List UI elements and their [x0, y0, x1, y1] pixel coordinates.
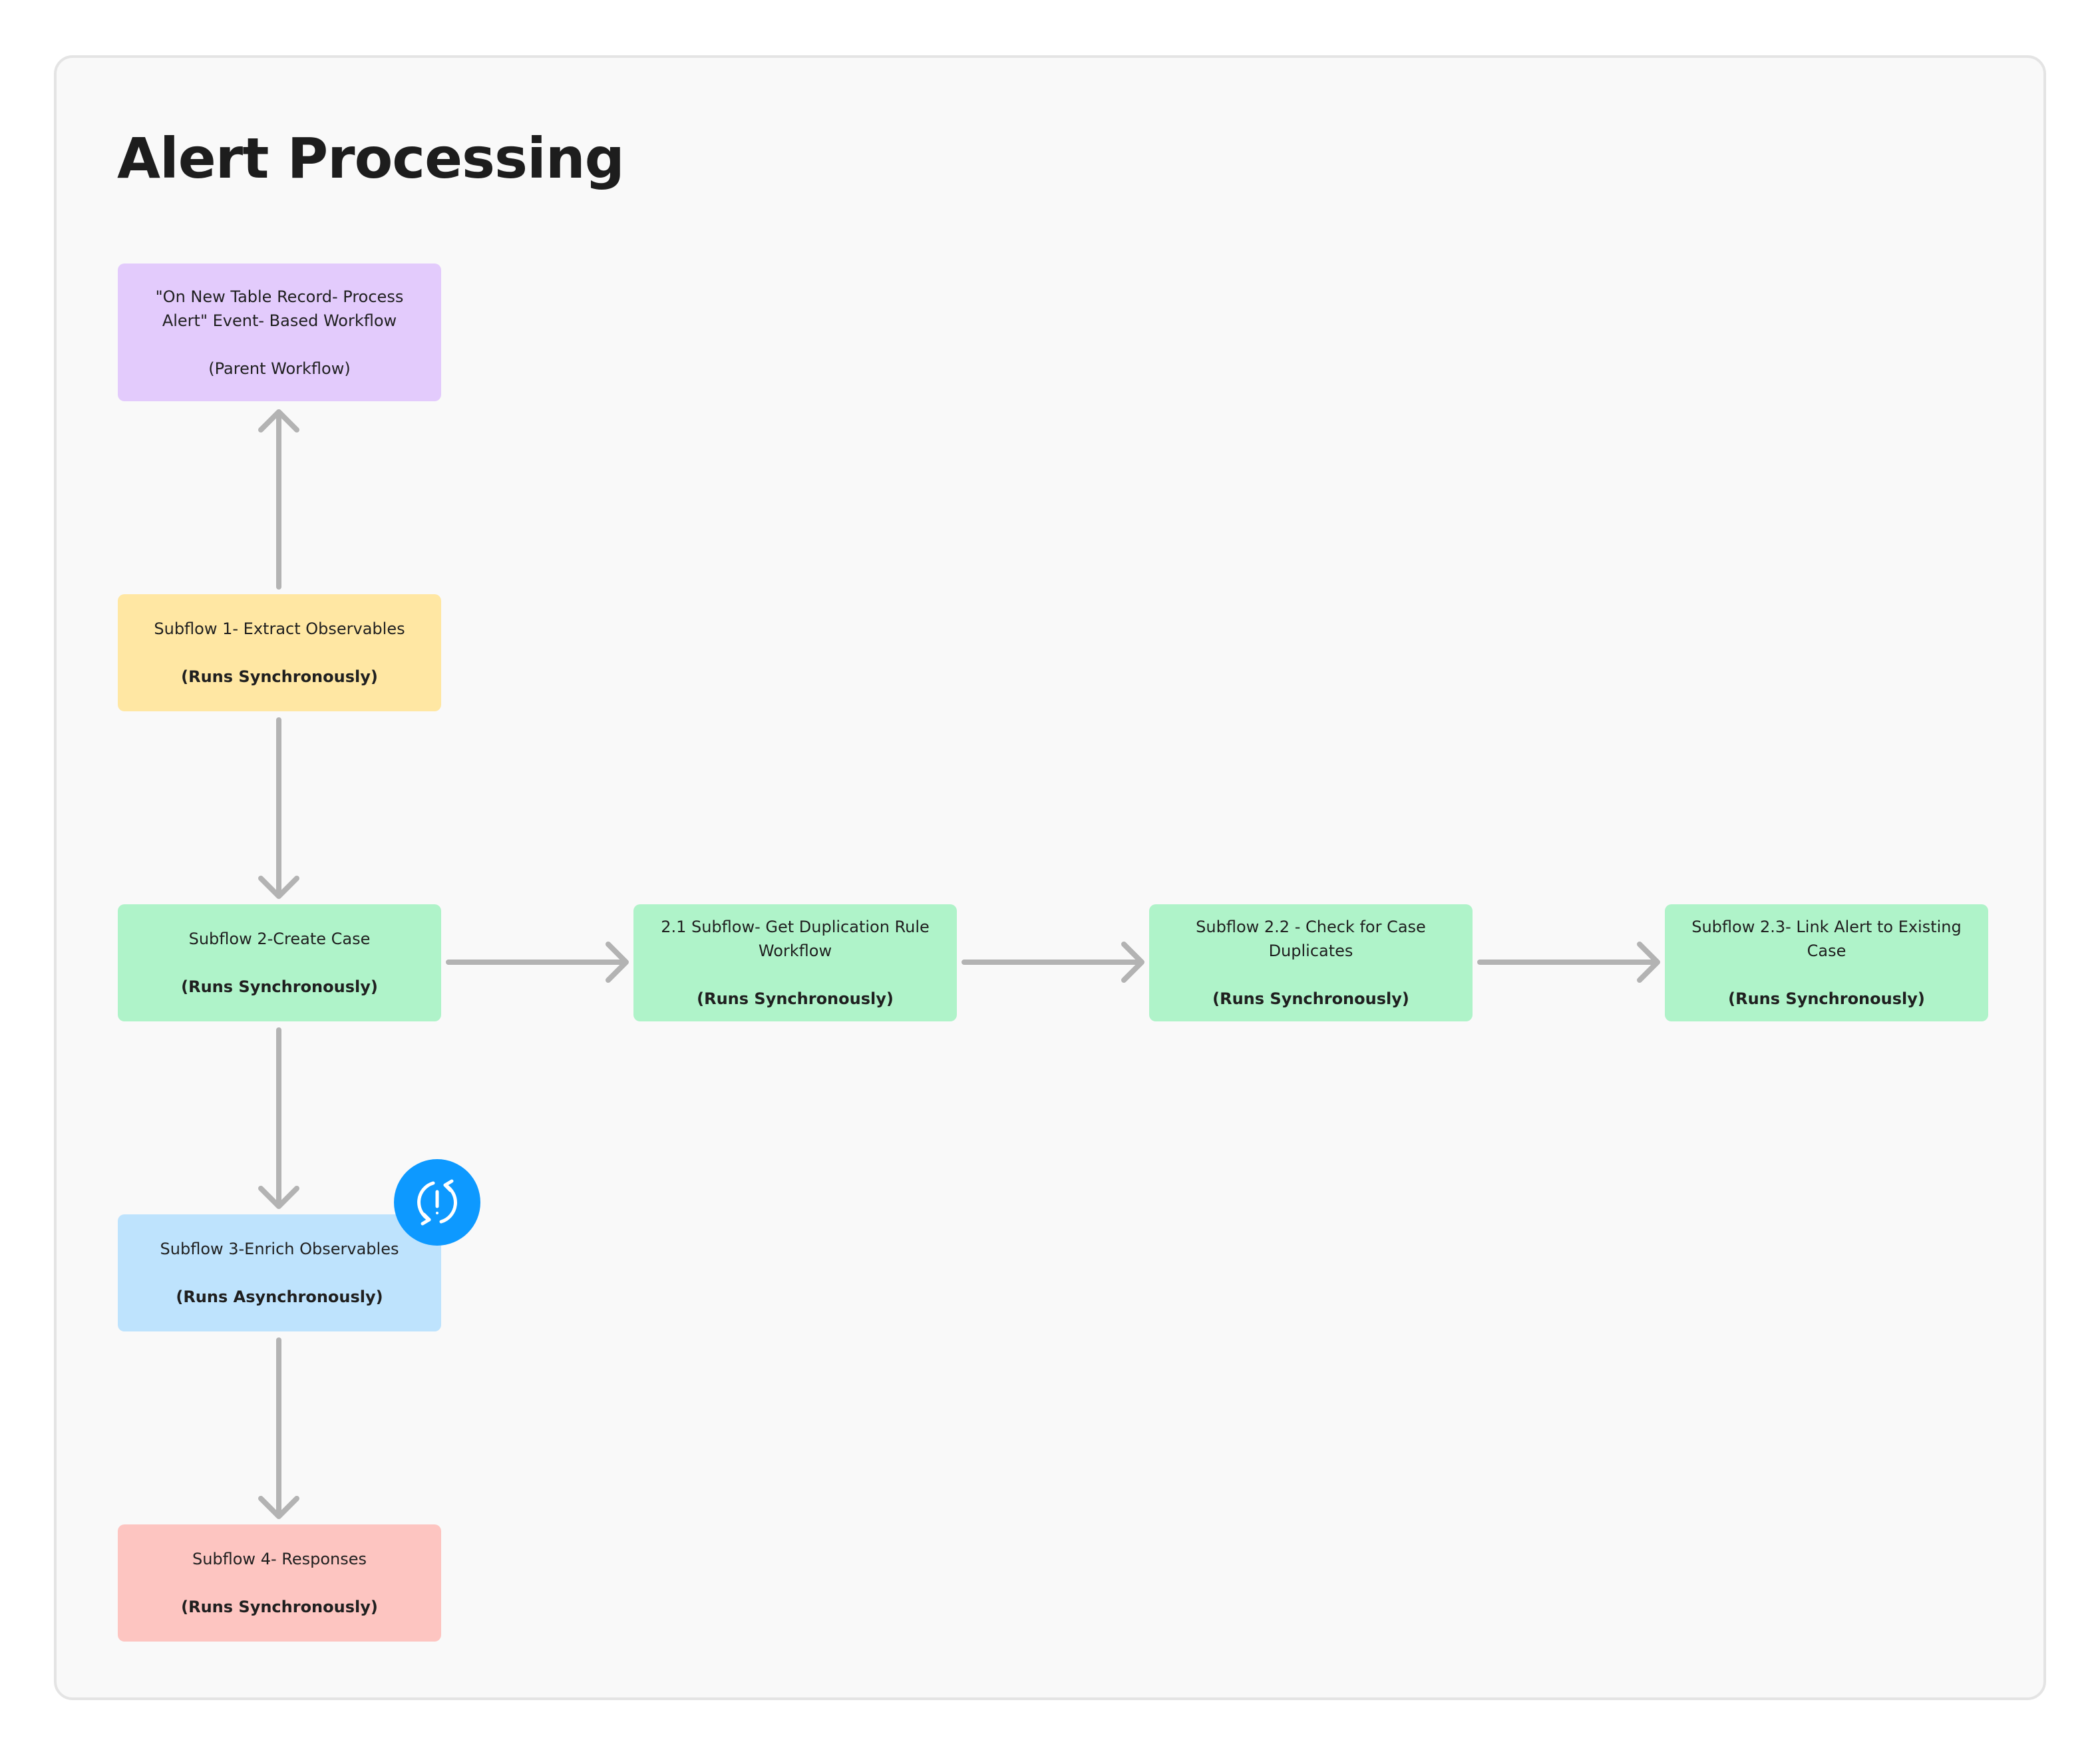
- node-subflow-1-mode: (Runs Synchronously): [181, 667, 378, 686]
- node-subflow-2-3[interactable]: Subflow 2.3- Link Alert to Existing Case…: [1665, 904, 1988, 1021]
- node-subflow-3[interactable]: Subflow 3-Enrich Observables (Runs Async…: [118, 1214, 441, 1331]
- node-subflow-2-1-mode: (Runs Synchronously): [697, 989, 894, 1008]
- node-subflow-3-label: Subflow 3-Enrich Observables: [160, 1240, 399, 1258]
- async-alert-icon: [394, 1159, 480, 1246]
- arrow-subflow2-1-to-subflow2-2: [962, 942, 1144, 983]
- node-subflow-2-3-mode: (Runs Synchronously): [1728, 989, 1925, 1008]
- node-subflow-1-label: Subflow 1- Extract Observables: [154, 619, 405, 638]
- node-subflow-2-2-label: Subflow 2.2 - Check for Case Duplicates: [1196, 918, 1426, 960]
- node-subflow-1[interactable]: Subflow 1- Extract Observables (Runs Syn…: [118, 594, 441, 711]
- node-subflow-4-label: Subflow 4- Responses: [192, 1550, 367, 1568]
- node-parent-workflow-label: "On New Table Record- Process Alert" Eve…: [155, 287, 404, 330]
- arrow-subflow1-to-subflow2: [258, 717, 299, 899]
- node-parent-workflow-tag: (Parent Workflow): [208, 359, 351, 378]
- node-subflow-2-1[interactable]: 2.1 Subflow- Get Duplication Rule Workfl…: [633, 904, 957, 1021]
- arrow-subflow1-to-parent: [258, 409, 299, 590]
- arrow-subflow3-to-subflow4: [258, 1337, 299, 1519]
- node-subflow-2[interactable]: Subflow 2-Create Case (Runs Synchronousl…: [118, 904, 441, 1021]
- node-subflow-2-2-mode: (Runs Synchronously): [1212, 989, 1409, 1008]
- node-subflow-2-3-label: Subflow 2.3- Link Alert to Existing Case: [1691, 918, 1962, 960]
- arrow-subflow2-2-to-subflow2-3: [1477, 942, 1660, 983]
- node-subflow-3-mode: (Runs Asynchronously): [176, 1288, 383, 1306]
- arrow-subflow2-to-subflow3: [258, 1027, 299, 1209]
- node-subflow-2-2[interactable]: Subflow 2.2 - Check for Case Duplicates …: [1149, 904, 1473, 1021]
- node-subflow-2-mode: (Runs Synchronously): [181, 977, 378, 996]
- node-subflow-4-mode: (Runs Synchronously): [181, 1598, 378, 1616]
- node-subflow-2-1-label: 2.1 Subflow- Get Duplication Rule Workfl…: [661, 918, 930, 960]
- arrow-subflow2-to-subflow2-1: [446, 942, 629, 983]
- node-subflow-2-label: Subflow 2-Create Case: [188, 930, 371, 948]
- node-parent-workflow[interactable]: "On New Table Record- Process Alert" Eve…: [118, 263, 441, 401]
- diagram-title: Alert Processing: [117, 126, 625, 191]
- node-subflow-4[interactable]: Subflow 4- Responses (Runs Synchronously…: [118, 1524, 441, 1642]
